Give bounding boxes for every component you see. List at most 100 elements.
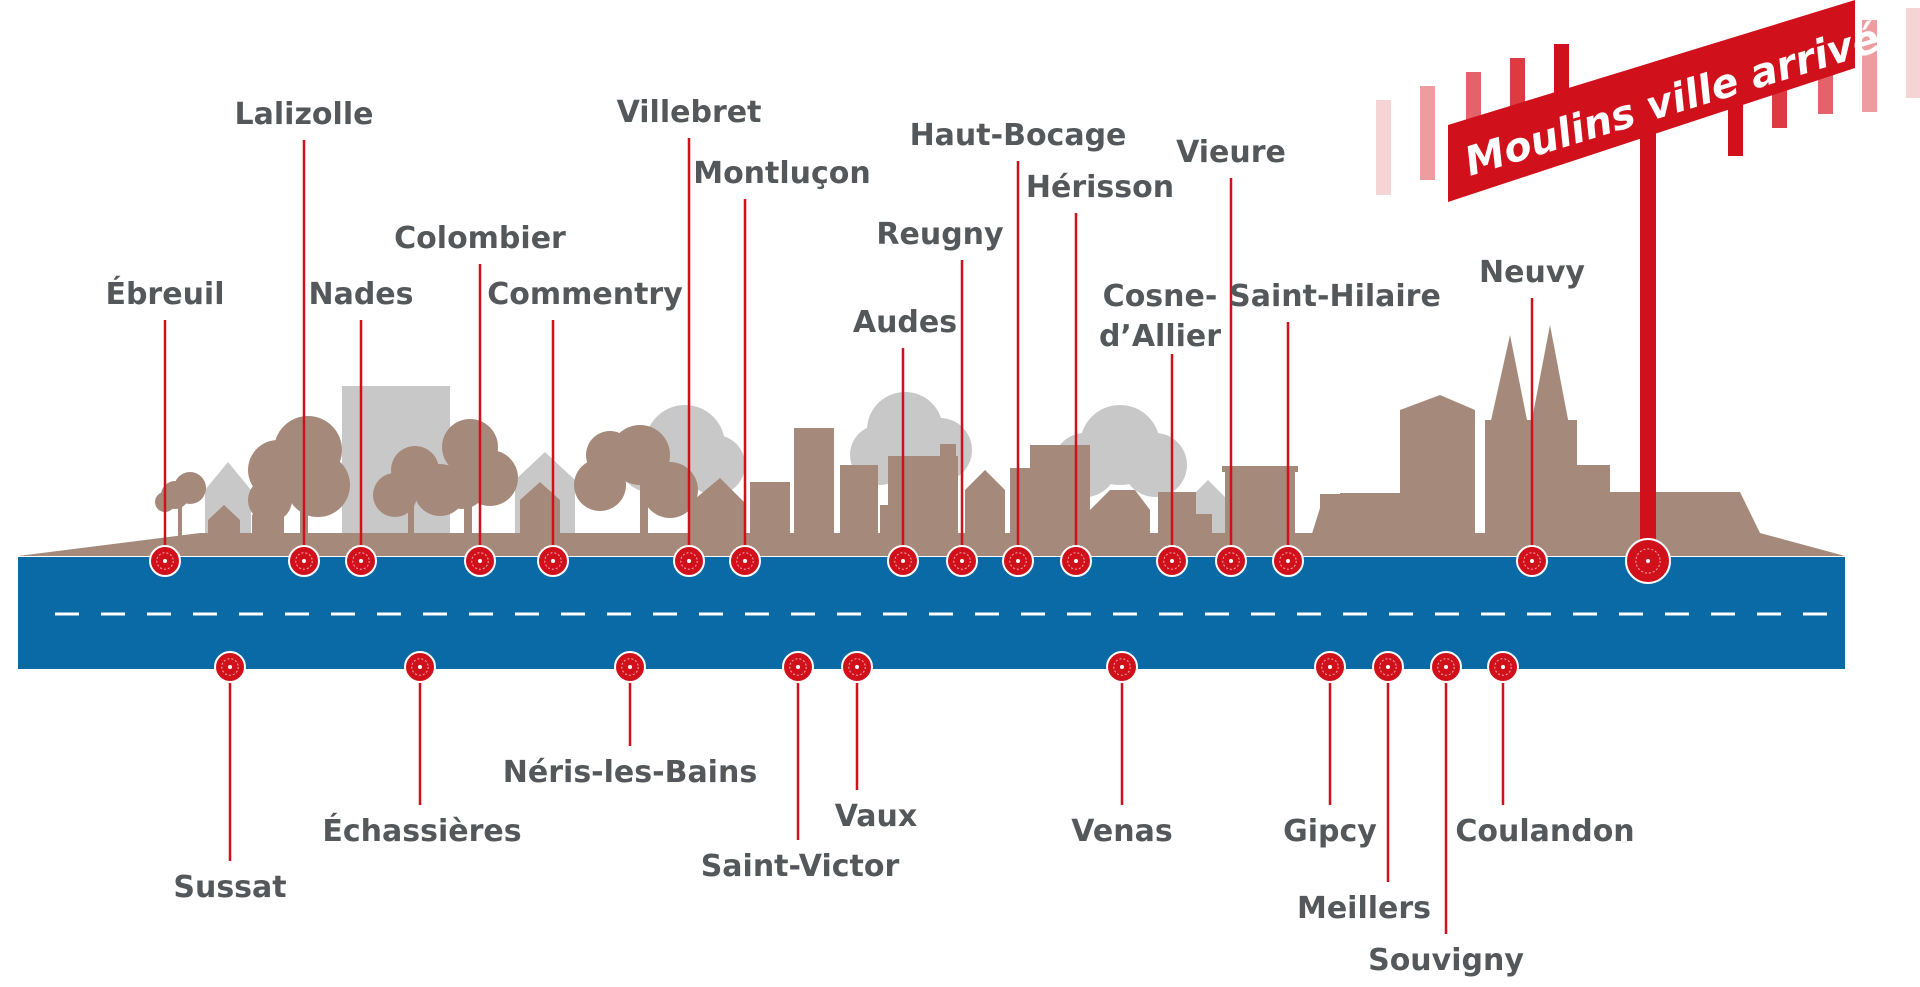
- stop-label: Reugny: [876, 217, 1004, 252]
- stop-marker-center: [478, 559, 482, 563]
- stop-marker-ring: [471, 552, 489, 570]
- stop-above-13: Saint-Hilaire: [1229, 279, 1441, 577]
- stop-marker: [1314, 651, 1346, 683]
- stop-marker: [614, 651, 646, 683]
- stop-marker-center: [960, 559, 964, 563]
- stop-marker: [1156, 545, 1188, 577]
- stop-below-1: Échassières: [322, 651, 522, 849]
- stop-marker-center: [1016, 559, 1020, 563]
- stop-marker: [729, 545, 761, 577]
- stop-marker: [1272, 545, 1304, 577]
- stop-marker: [673, 545, 705, 577]
- stop-label: Neuvy: [1479, 255, 1585, 290]
- stop-label: Meillers: [1297, 891, 1431, 926]
- stop-marker-center: [302, 559, 306, 563]
- stop-above-2: Nades: [308, 277, 414, 577]
- stop-marker-ring: [1437, 658, 1455, 676]
- stop-marker-ring: [894, 552, 912, 570]
- stops-layer: ÉbreuilLalizolleNadesColombierCommentryV…: [105, 95, 1671, 978]
- stop-marker-ring: [156, 552, 174, 570]
- stop-label: Vieure: [1176, 135, 1286, 170]
- stop-label: Souvigny: [1368, 943, 1524, 978]
- finish-sign-text: Moulins ville arrivée: [1459, 8, 1911, 186]
- stop-marker-center: [551, 559, 555, 563]
- stop-marker: [946, 545, 978, 577]
- stop-below-7: Meillers: [1297, 651, 1431, 926]
- stop-label: Montluçon: [693, 156, 871, 191]
- stop-label: Ébreuil: [105, 276, 224, 312]
- stop-marker-ring: [1163, 552, 1181, 570]
- stop-marker-center: [1386, 665, 1390, 669]
- stop-below-2: Néris-les-Bains: [503, 651, 757, 790]
- stop-marker-center: [418, 665, 422, 669]
- stop-marker: [1516, 545, 1548, 577]
- stop-marker: [404, 651, 436, 683]
- stop-marker-center: [1328, 665, 1332, 669]
- stop-above-10: Hérisson: [1026, 170, 1174, 577]
- stop-marker-ring: [1494, 658, 1512, 676]
- stop-marker-ring: [680, 552, 698, 570]
- stop-label-line2: d’Allier: [1099, 319, 1221, 354]
- stop-marker-ring: [1321, 658, 1339, 676]
- stop-marker-ring: [736, 552, 754, 570]
- stop-marker-center: [628, 665, 632, 669]
- stop-above-3: Colombier: [394, 221, 566, 577]
- stop-marker: [1215, 545, 1247, 577]
- stop-marker-center: [796, 665, 800, 669]
- stop-marker-ring: [1009, 552, 1027, 570]
- stop-marker: [841, 651, 873, 683]
- stop-above-11: Cosne-d’Allier: [1099, 279, 1221, 577]
- stop-above-0: Ébreuil: [105, 276, 225, 577]
- stop-label: Venas: [1071, 814, 1172, 849]
- stop-marker-ring: [1379, 658, 1397, 676]
- stop-below-5: Venas: [1071, 651, 1173, 849]
- stop-label: Cosne-: [1103, 279, 1218, 314]
- stop-marker-ring: [953, 552, 971, 570]
- stop-below-6: Gipcy: [1283, 651, 1377, 849]
- stop-above-7: Audes: [853, 305, 957, 577]
- stop-label: Colombier: [394, 221, 566, 256]
- stop-marker-ring: [1523, 552, 1541, 570]
- stop-below-9: Coulandon: [1455, 651, 1635, 849]
- stop-marker: [1487, 651, 1519, 683]
- stop-marker-center: [163, 559, 167, 563]
- finish-banner: [1448, 0, 1855, 202]
- stop-marker-center: [1286, 559, 1290, 563]
- stop-marker-center: [1074, 559, 1078, 563]
- stop-label: Nades: [308, 277, 413, 312]
- stop-marker-ring: [1635, 548, 1661, 574]
- stop-below-0: Sussat: [173, 651, 287, 905]
- stop-above-14: Neuvy: [1479, 255, 1585, 577]
- stop-marker-ring: [221, 658, 239, 676]
- stop-marker: [288, 545, 320, 577]
- stop-marker-ring: [1279, 552, 1297, 570]
- stop-marker: [537, 545, 569, 577]
- stop-marker-ring: [1222, 552, 1240, 570]
- stop-label: Haut-Bocage: [910, 118, 1127, 153]
- stop-marker-center: [743, 559, 747, 563]
- stop-label: Commentry: [487, 277, 683, 312]
- stop-marker-center: [359, 559, 363, 563]
- stop-marker-ring: [544, 552, 562, 570]
- stop-label: Coulandon: [1455, 814, 1634, 849]
- stop-above-9: Haut-Bocage: [910, 118, 1127, 577]
- stop-marker-ring: [1067, 552, 1085, 570]
- stop-marker-center: [1444, 665, 1448, 669]
- stop-label: Audes: [853, 305, 957, 340]
- stop-label: Néris-les-Bains: [503, 755, 757, 790]
- stop-above-8: Reugny: [876, 217, 1004, 577]
- stop-marker-center: [1120, 665, 1124, 669]
- stop-label: Sussat: [173, 870, 286, 905]
- stop-marker: [782, 651, 814, 683]
- stop-marker-ring: [789, 658, 807, 676]
- stop-above-12: Vieure: [1176, 135, 1286, 577]
- stop-marker-ring: [411, 658, 429, 676]
- stop-marker-center: [901, 559, 905, 563]
- stop-label: Vaux: [835, 799, 918, 834]
- stop-marker-ring: [352, 552, 370, 570]
- stop-marker-center: [855, 665, 859, 669]
- stop-label: Villebret: [617, 95, 762, 130]
- stop-marker: [214, 651, 246, 683]
- stop-marker-center: [228, 665, 232, 669]
- stop-label: Saint-Hilaire: [1229, 279, 1441, 314]
